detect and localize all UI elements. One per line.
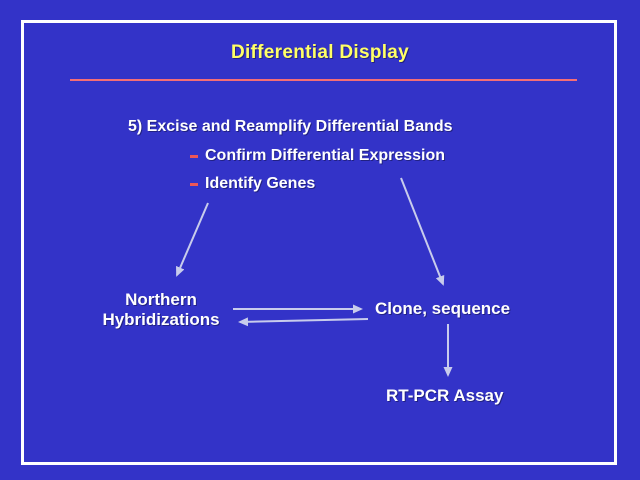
step-heading: 5) Excise and Reamplify Differential Ban… — [128, 118, 453, 135]
bullet-item-confirm: Confirm Differential Expression — [190, 146, 445, 166]
node-label-line: Hybridizations — [102, 310, 220, 329]
node-clone-sequence: Clone, sequence — [375, 299, 511, 318]
bullet-item-identify: Identify Genes — [190, 174, 315, 194]
node-label-line: Northern — [125, 290, 197, 309]
arrow-clone-to-northern — [238, 317, 369, 327]
bullet-item-label: Identify Genes — [205, 175, 316, 192]
dash-bullet-icon — [190, 154, 198, 158]
arrow-down-right-to-clone — [400, 177, 445, 286]
arrow-down-left-to-northern — [176, 202, 209, 277]
bullet-item-label: Confirm Differential Expression — [205, 147, 446, 164]
node-northern-hybridizations: Northern Hybridizations — [86, 290, 236, 330]
slide-border-frame — [21, 20, 617, 465]
title-underline — [70, 79, 577, 81]
slide-title: Differential Display — [230, 42, 410, 63]
node-rtpcr-assay: RT-PCR Assay — [386, 386, 504, 405]
dash-bullet-icon — [190, 182, 198, 186]
